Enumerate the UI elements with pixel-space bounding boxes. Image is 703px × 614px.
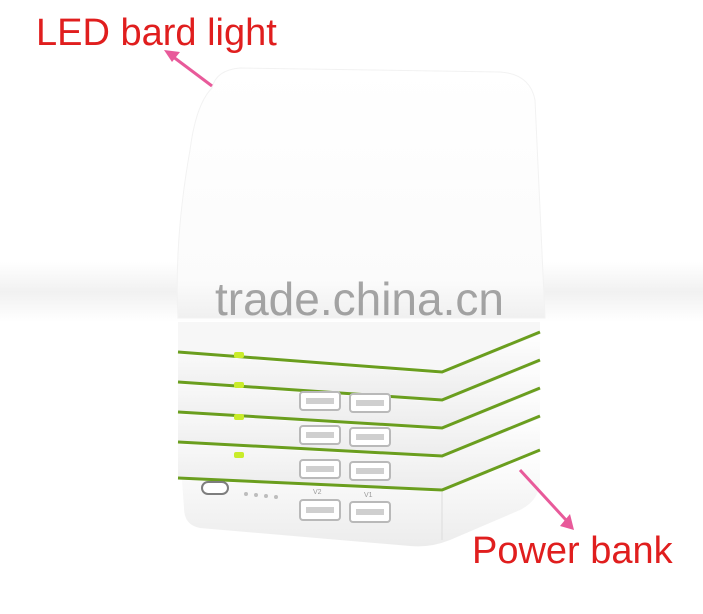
led-indicator-4: [234, 452, 244, 458]
port-mark-right: V1: [364, 492, 373, 499]
charge-level-dot: [254, 493, 258, 497]
charge-level-dot: [264, 494, 268, 498]
arrow-to-lamp: [164, 50, 213, 88]
power-bank-stack: [177, 322, 541, 547]
arrow-to-power-bank: [518, 468, 574, 530]
charge-level-dot: [274, 495, 278, 499]
label-led-light: LED bard light: [36, 12, 277, 54]
watermark-text: trade.china.cn: [215, 273, 504, 325]
port-mark-left: V2: [313, 489, 322, 496]
power-button: [201, 481, 229, 495]
led-indicator-3: [234, 414, 244, 420]
usb-ports: [299, 391, 391, 523]
label-power-bank: Power bank: [472, 530, 673, 572]
led-indicator-2: [234, 382, 244, 388]
led-indicator-1: [234, 352, 244, 358]
led-lamp: [176, 67, 546, 319]
power-button-area: [201, 481, 278, 499]
led-indicators: [234, 352, 244, 458]
charge-level-dot: [244, 492, 248, 496]
